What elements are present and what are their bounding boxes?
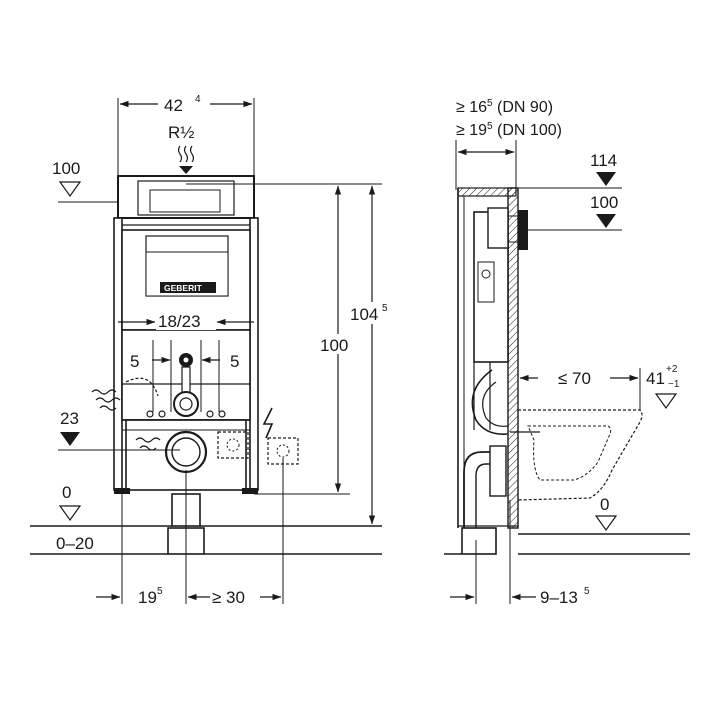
electric-icon <box>262 407 274 439</box>
level-23-marker: 23 <box>58 409 180 451</box>
cistern-side <box>473 207 528 430</box>
bowl-reach-label: ≤ 70 <box>558 369 591 388</box>
flush-pipe <box>471 369 509 436</box>
side-level-0-label: 0 <box>600 495 609 514</box>
waste-pipe-side <box>458 445 518 555</box>
depth-dn100-label: ≥ 195 (DN 100) <box>456 121 562 139</box>
width-dimension: 42 4 <box>117 94 255 180</box>
width-label-sup: 4 <box>195 94 201 105</box>
installation-frame: GEBERIT <box>113 175 299 555</box>
pipe-distance-label: 18/23 <box>158 312 201 331</box>
depth-labels: ≥ 165 (DN 90) ≥ 195 (DN 100) <box>455 98 562 190</box>
wc-bowl-outline <box>510 409 643 501</box>
geberit-logo: GEBERIT <box>160 282 216 293</box>
logo-text: GEBERIT <box>164 283 203 293</box>
seat-height-marker: 41 +2 −1 <box>646 364 680 410</box>
level-0-label: 0 <box>62 483 71 502</box>
floor-range-label: 0–20 <box>56 534 94 553</box>
level-114-marker: 114 <box>516 151 622 189</box>
wall-range-dimension: 9–13 5 <box>450 500 590 607</box>
level-23-label: 23 <box>60 409 79 428</box>
level-100-label: 100 <box>52 159 80 178</box>
side-view: ≥ 165 (DN 90) ≥ 195 (DN 100) 114 100 <box>444 98 690 607</box>
pipe-distance-dimension: 18/23 <box>118 310 254 331</box>
offset-right-label: 5 <box>230 352 239 371</box>
seat-height-label: 41 <box>646 369 665 388</box>
seat-height-sup-bottom: −1 <box>668 379 680 390</box>
floor-range: 0–20 <box>30 525 382 555</box>
bottom-left-sup: 5 <box>157 586 163 597</box>
bottom-dimensions: 19 5 ≥ 30 <box>96 458 284 607</box>
side-level-100-label: 100 <box>590 193 618 212</box>
height-total-sup: 5 <box>382 303 388 314</box>
offset-dimensions: 5 5 <box>130 340 239 412</box>
water-inlet-label: R½ <box>168 123 194 142</box>
offset-left-label: 5 <box>130 352 139 371</box>
bottom-left-label: 19 <box>138 588 157 607</box>
seat-height-sup-top: +2 <box>666 364 678 375</box>
width-label: 42 <box>164 96 183 115</box>
front-view: 42 4 R½ 100 <box>30 94 396 607</box>
level-114-label: 114 <box>590 151 617 170</box>
bottom-right-label: ≥ 30 <box>212 588 245 607</box>
bowl-reach-dimension: ≤ 70 <box>519 368 641 410</box>
height-total-label: 104 <box>350 305 378 324</box>
level-0-marker-side: 0 <box>444 495 690 555</box>
level-0-marker-front: 0 <box>58 483 82 522</box>
wall-range-label: 9–13 <box>540 588 578 607</box>
water-inlet: R½ <box>168 123 194 174</box>
height-inner-label: 100 <box>320 336 348 355</box>
depth-dn90-label: ≥ 165 (DN 90) <box>456 98 553 116</box>
level-100-marker-side: 100 <box>528 193 622 231</box>
wall-range-sup: 5 <box>584 586 590 597</box>
